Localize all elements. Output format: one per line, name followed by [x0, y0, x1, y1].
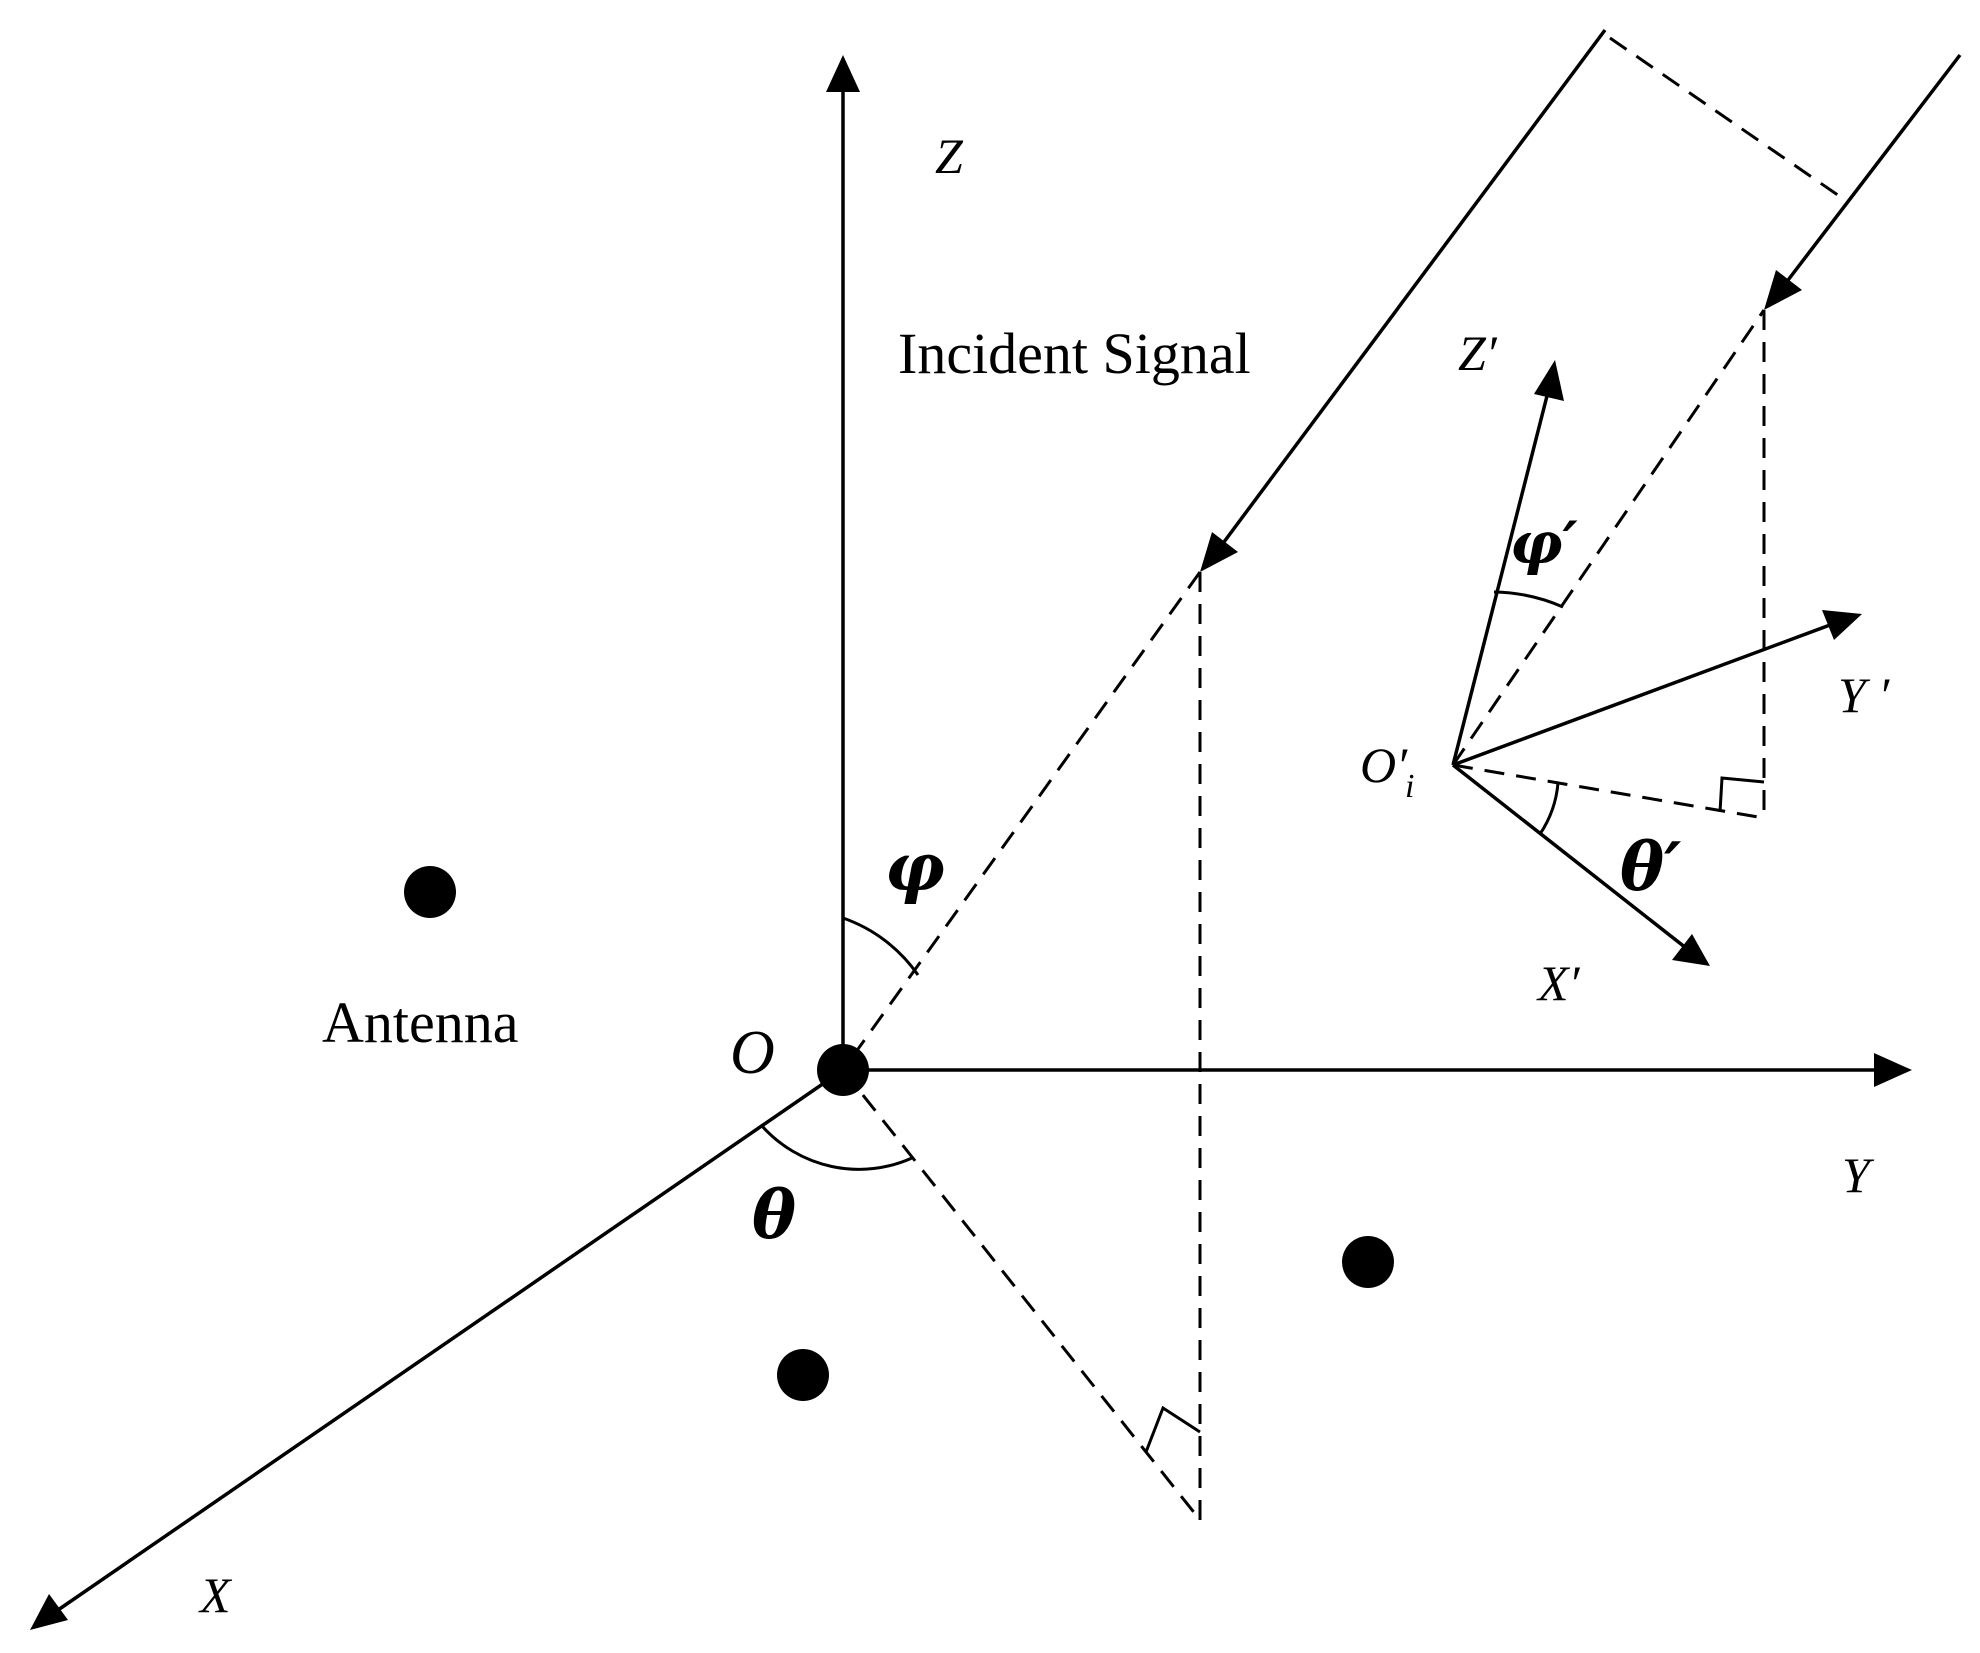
- wavefront-line: [1609, 36, 1846, 202]
- phi-prime-angle-arc: [1493, 590, 1564, 609]
- z-axis-label: Z: [935, 128, 964, 184]
- y-prime-label: Y ′: [1838, 667, 1890, 723]
- right-angle-marker: [1144, 1405, 1201, 1453]
- phi-prime-label: φ′: [1510, 509, 1578, 577]
- ground-projection-dashed: [841, 1069, 1202, 1521]
- local-ground-dashed: [1452, 763, 1765, 820]
- z-prime-label: Z′: [1458, 325, 1498, 381]
- y-axis-label: Y: [1842, 1147, 1875, 1203]
- incident-ray-2: [1780, 53, 1962, 290]
- x-axis-label: X: [198, 1567, 233, 1623]
- x-axis-arrowhead: [30, 1594, 68, 1630]
- antenna-dot-2: [777, 1349, 829, 1401]
- incident-signal-label: Incident Signal: [898, 321, 1251, 386]
- y-prime-arrowhead: [1822, 610, 1862, 640]
- antenna-dot-origin: [817, 1044, 869, 1096]
- origin-prime-label: O′: [1360, 737, 1408, 793]
- theta-angle-arc: [760, 1124, 913, 1171]
- y-prime-axis-line: [1452, 623, 1831, 767]
- phi-label: φ: [885, 828, 945, 906]
- incident-ray-2-arrowhead: [1764, 270, 1802, 310]
- signal-projection-dashed: [841, 571, 1202, 1071]
- incident-ray-1-arrowhead: [1200, 532, 1238, 572]
- theta-prime-label: θ′: [1620, 828, 1681, 906]
- local-right-angle-marker: [1718, 776, 1765, 813]
- antenna-label: Antenna: [322, 990, 519, 1055]
- local-signal-dashed: [1451, 309, 1766, 766]
- z-axis-arrowhead: [826, 55, 860, 92]
- x-axis-line: [57, 1068, 844, 1612]
- x-prime-axis-line: [1451, 763, 1688, 950]
- x-prime-arrowhead: [1672, 934, 1710, 966]
- antenna-dot-3: [1342, 1236, 1394, 1288]
- origin-prime-subscript: i: [1405, 768, 1414, 805]
- phi-angle-arc: [842, 916, 920, 976]
- origin-label: O: [730, 1019, 775, 1087]
- z-prime-axis-line: [1451, 391, 1550, 766]
- theta-prime-angle-arc: [1538, 782, 1560, 835]
- incident-ray-1: [1216, 28, 1607, 552]
- antenna-dot-1: [404, 866, 456, 918]
- y-axis-arrowhead: [1874, 1053, 1912, 1087]
- theta-label: θ: [752, 1176, 796, 1254]
- x-prime-label: X′: [1536, 955, 1581, 1011]
- z-prime-arrowhead: [1534, 360, 1564, 401]
